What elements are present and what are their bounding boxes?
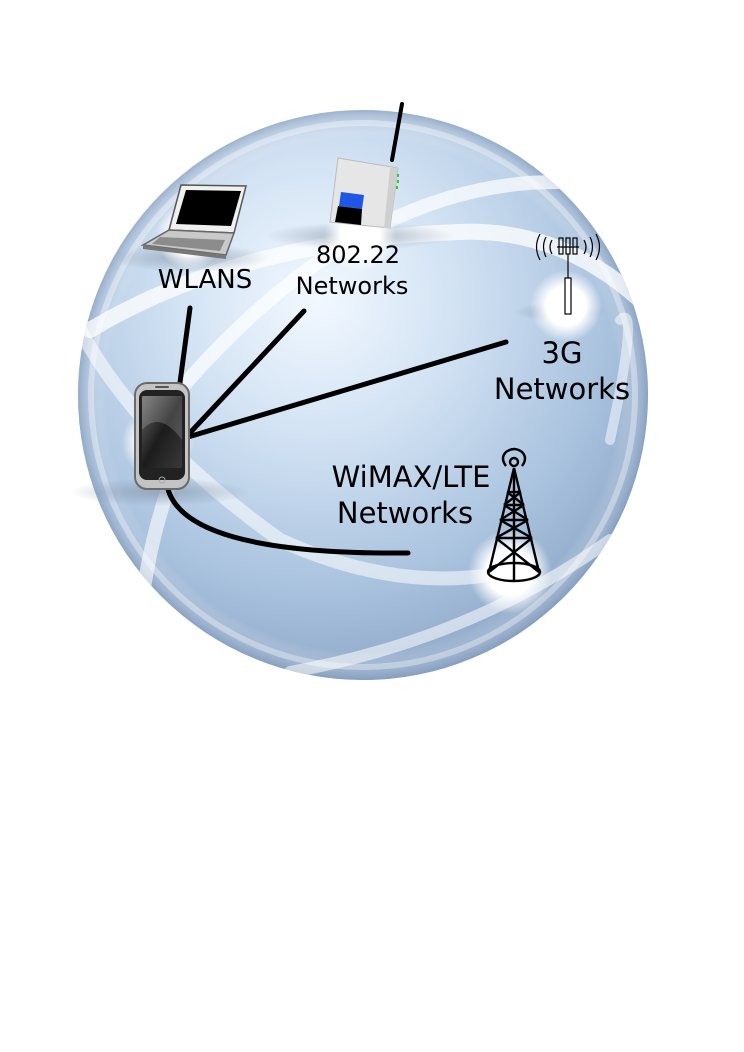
label-wimax-line2: Networks bbox=[337, 496, 473, 530]
laptop-icon bbox=[140, 184, 247, 259]
label-3g-line1: 3G bbox=[542, 336, 583, 370]
label-3g-line2: Networks bbox=[494, 372, 630, 406]
link-80222 bbox=[184, 308, 307, 439]
label-80222-line2: Networks bbox=[296, 272, 409, 300]
labels: WLANS 802.22 Networks 3G Networks WiMAX/… bbox=[158, 241, 630, 530]
link-3g bbox=[185, 339, 509, 440]
label-wimax-line1: WiMAX/LTE bbox=[332, 460, 491, 494]
link-wlans bbox=[176, 305, 193, 393]
cell-antenna-icon bbox=[535, 233, 601, 315]
router-icon bbox=[329, 102, 404, 229]
connection-links bbox=[164, 305, 509, 556]
link-wimax bbox=[164, 482, 411, 556]
label-80222-line1: 802.22 bbox=[316, 241, 400, 269]
radio-tower-icon bbox=[486, 447, 542, 583]
smartphone-icon bbox=[134, 382, 190, 490]
label-wlans: WLANS bbox=[158, 265, 253, 295]
